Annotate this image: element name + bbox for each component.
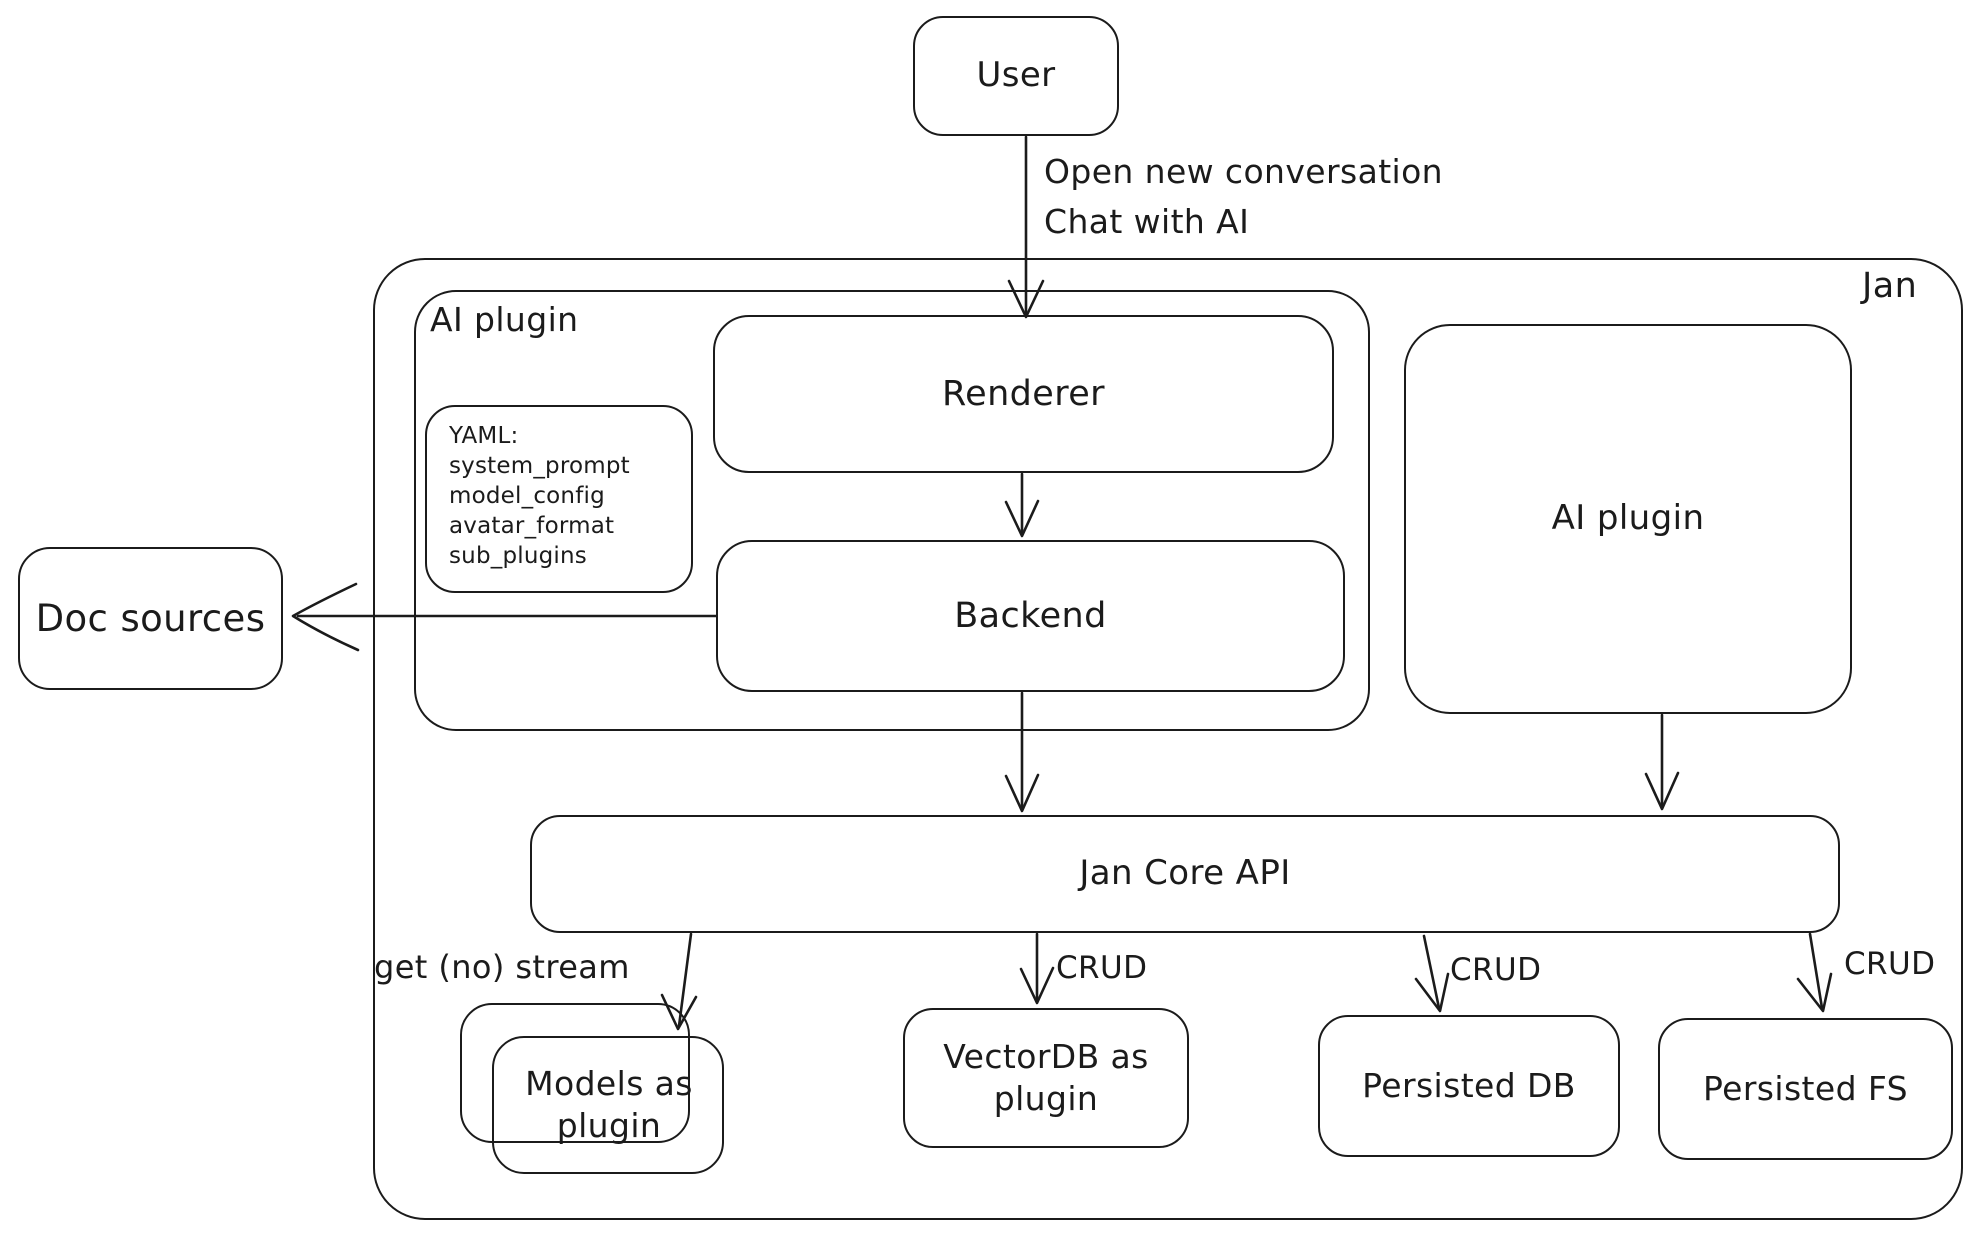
persisted-db-label: Persisted DB [1362, 1065, 1576, 1105]
user-arrow-label-line2: Chat with AI [1044, 202, 1250, 241]
ai-plugin-container-label: AI plugin [430, 300, 579, 339]
models-node-back [460, 1003, 690, 1143]
doc-sources-label: Doc sources [35, 596, 266, 640]
yaml-line: avatar_format [449, 513, 615, 539]
persisted-fs-node: Persisted FS [1658, 1018, 1953, 1160]
user-node: User [913, 16, 1119, 136]
yaml-note: YAML: system_prompt model_config avatar_… [425, 405, 693, 593]
ai-plugin-node: AI plugin [1404, 324, 1852, 714]
edge-label-crud-persisted-db: CRUD [1450, 952, 1542, 988]
user-arrow-label-line1: Open new conversation [1044, 152, 1444, 191]
renderer-label: Renderer [942, 373, 1105, 414]
edge-label-crud-persisted-fs: CRUD [1844, 946, 1936, 982]
models-label-box: Models as plugin [494, 1046, 724, 1164]
vectordb-label: VectorDB as plugin [943, 1036, 1149, 1118]
persisted-db-node: Persisted DB [1318, 1015, 1620, 1157]
backend-label: Backend [954, 595, 1107, 636]
yaml-line: model_config [449, 483, 605, 509]
ai-plugin-label: AI plugin [1551, 498, 1705, 539]
jan-container [373, 258, 1963, 1220]
yaml-line: sub_plugins [449, 543, 587, 569]
doc-sources-node: Doc sources [18, 547, 283, 690]
jan-core-api-label: Jan Core API [1079, 853, 1291, 894]
vectordb-node: VectorDB as plugin [903, 1008, 1189, 1148]
persisted-fs-label: Persisted FS [1703, 1068, 1908, 1108]
yaml-line: YAML: [449, 423, 519, 449]
edge-label-get-no-stream: get (no) stream [374, 948, 630, 986]
yaml-line: system_prompt [449, 453, 630, 479]
jan-core-api-node: Jan Core API [530, 815, 1840, 933]
backend-node: Backend [716, 540, 1345, 692]
user-label: User [976, 55, 1056, 96]
models-node-front [492, 1036, 724, 1174]
renderer-node: Renderer [713, 315, 1334, 473]
edge-label-crud-vectordb: CRUD [1056, 950, 1148, 986]
ai-plugin-container [414, 290, 1370, 731]
jan-label: Jan [1862, 266, 1918, 306]
models-label: Models as plugin [525, 1063, 693, 1145]
